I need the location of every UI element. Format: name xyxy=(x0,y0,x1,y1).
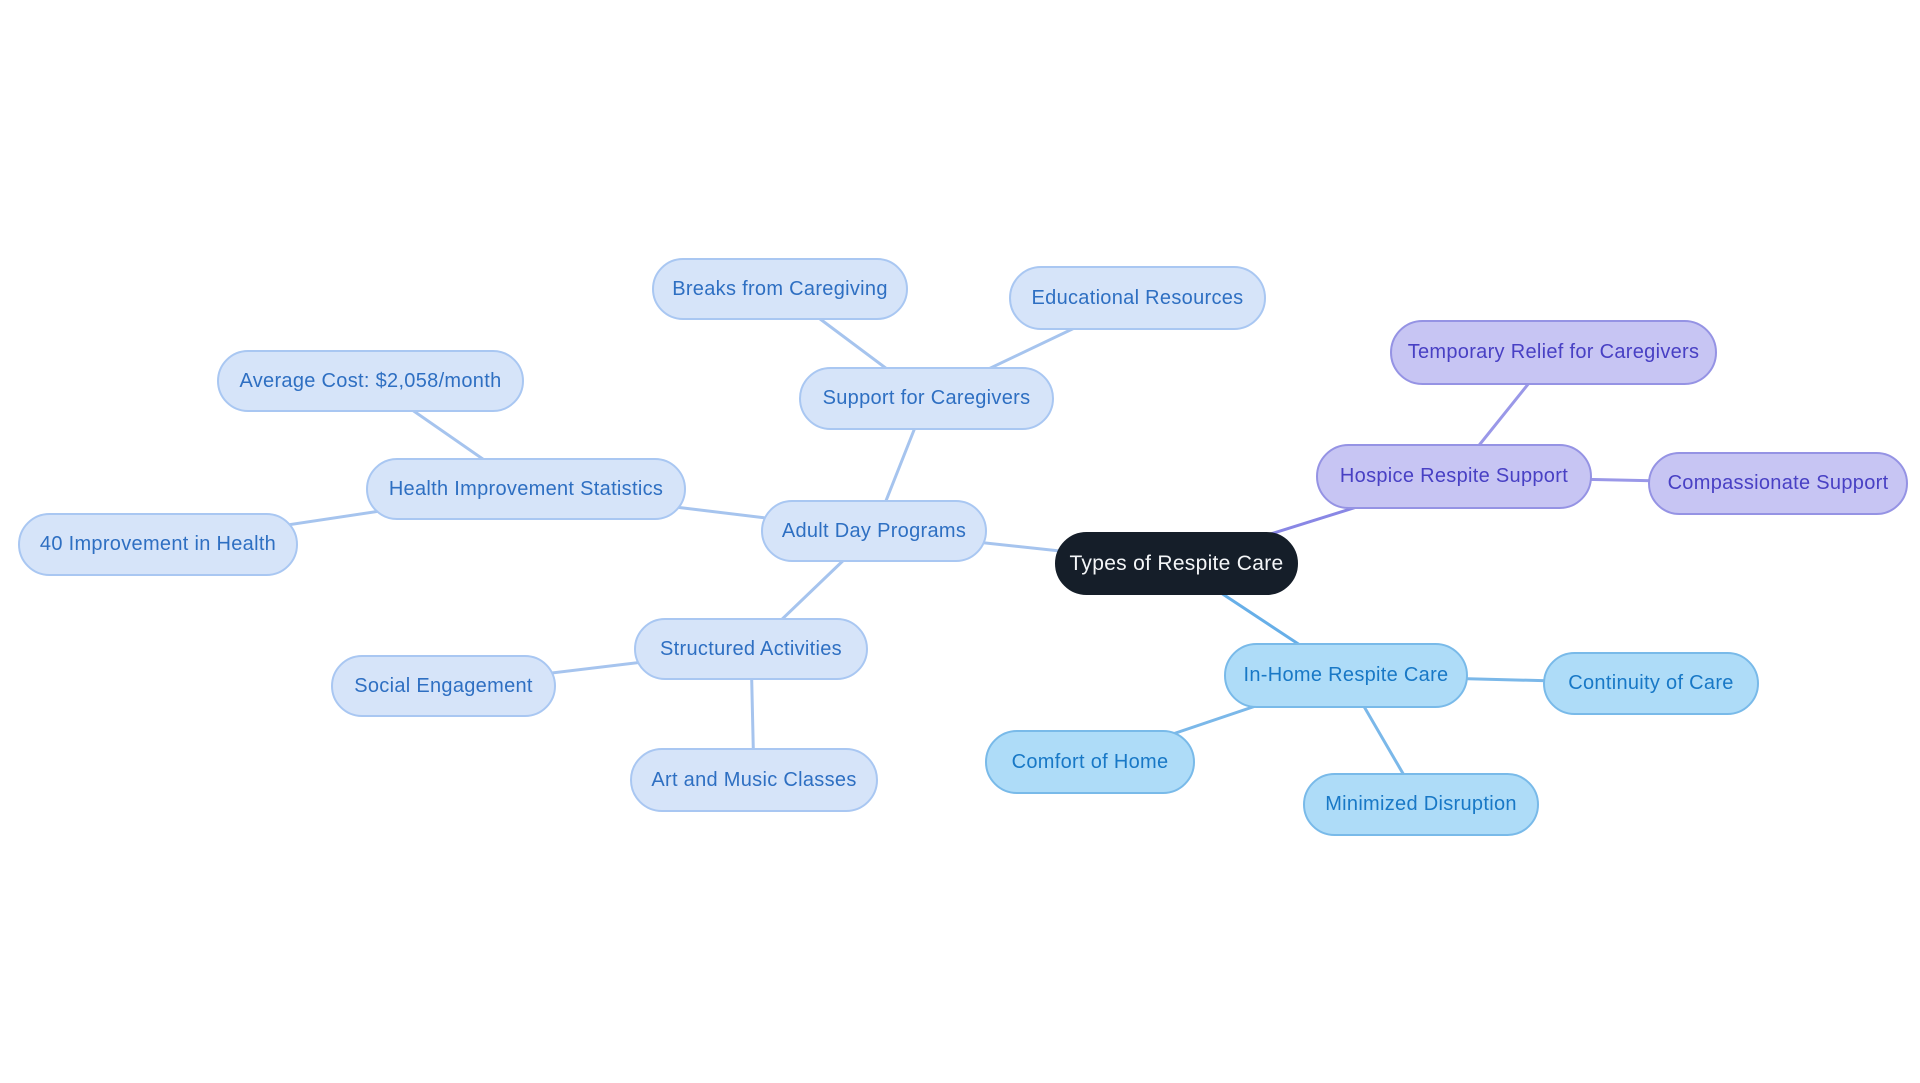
node-educational-resources[interactable]: Educational Resources xyxy=(1009,266,1266,330)
node-compassionate-support[interactable]: Compassionate Support xyxy=(1648,452,1908,515)
node-label: Breaks from Caregiving xyxy=(672,277,888,300)
node-label: Continuity of Care xyxy=(1568,672,1734,694)
node-adult-day-programs[interactable]: Adult Day Programs xyxy=(761,500,987,562)
node-label: Structured Activities xyxy=(660,637,842,660)
node-art-and-music-classes[interactable]: Art and Music Classes xyxy=(630,748,878,812)
node-label: Temporary Relief for Caregivers xyxy=(1407,341,1700,363)
node-temporary-relief-for-caregivers[interactable]: Temporary Relief for Caregivers xyxy=(1390,320,1717,385)
node-label: Educational Resources xyxy=(1031,286,1244,309)
node-label: Comfort of Home xyxy=(1011,750,1169,773)
node-label: Minimized Disruption xyxy=(1325,793,1517,815)
node-label: Types of Respite Care xyxy=(1069,551,1284,575)
node-minimized-disruption[interactable]: Minimized Disruption xyxy=(1303,773,1539,836)
node-structured-activities[interactable]: Structured Activities xyxy=(634,618,868,680)
node-label: Average Cost: $2,058/month xyxy=(239,369,502,392)
node-label: Social Engagement xyxy=(354,674,533,697)
node-social-engagement[interactable]: Social Engagement xyxy=(331,655,556,717)
node-average-cost[interactable]: Average Cost: $2,058/month xyxy=(217,350,524,412)
node-hospice-respite-support[interactable]: Hospice Respite Support xyxy=(1316,444,1592,509)
node-in-home-respite-care[interactable]: In-Home Respite Care xyxy=(1224,643,1468,708)
node-label: Compassionate Support xyxy=(1667,472,1889,494)
node-breaks-from-caregiving[interactable]: Breaks from Caregiving xyxy=(652,258,908,320)
node-label: Support for Caregivers xyxy=(822,387,1031,409)
node-label: 40 Improvement in Health xyxy=(39,533,277,555)
node-40-improvement-in-health[interactable]: 40 Improvement in Health xyxy=(18,513,298,576)
node-label: Health Improvement Statistics xyxy=(388,477,664,500)
node-health-improvement-statistics[interactable]: Health Improvement Statistics xyxy=(366,458,686,520)
node-continuity-of-care[interactable]: Continuity of Care xyxy=(1543,652,1759,715)
node-types-of-respite-care[interactable]: Types of Respite Care xyxy=(1055,532,1298,595)
node-label: Art and Music Classes xyxy=(651,768,857,791)
node-support-for-caregivers[interactable]: Support for Caregivers xyxy=(799,367,1054,430)
node-label: Adult Day Programs xyxy=(781,519,967,542)
node-label: Hospice Respite Support xyxy=(1339,465,1569,487)
node-comfort-of-home[interactable]: Comfort of Home xyxy=(985,730,1195,794)
node-label: In-Home Respite Care xyxy=(1243,664,1449,686)
